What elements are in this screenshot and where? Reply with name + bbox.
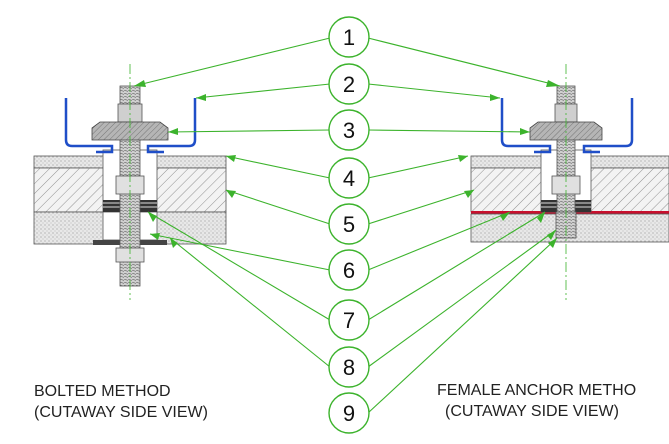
callout-9-label: 9 [343,401,355,426]
callout-5: 5 [328,203,370,245]
female-anchor-title: FEMALE ANCHOR METHO [437,382,637,399]
callout-3: 3 [328,109,370,151]
callout-1: 1 [328,16,370,58]
female-anchor-subtitle: (CUTAWAY SIDE VIEW) [445,403,619,420]
callout-2: 2 [328,63,370,105]
callout-9: 9 [328,392,370,434]
arrowheads [134,80,560,248]
left-bracket-left [64,98,114,154]
callout-5-label: 5 [343,212,355,237]
callout-1-label: 1 [343,25,355,50]
callout-6: 6 [328,249,370,291]
callout-7: 7 [328,299,370,341]
callout-circles: 1 2 3 4 5 6 7 8 [328,16,370,434]
callout-8: 8 [328,346,370,388]
callout-4-label: 4 [343,166,355,191]
bolted-method-title: BOLTED METHOD [34,383,171,400]
callout-4: 4 [328,157,370,199]
callout-3-label: 3 [343,118,355,143]
female-anchor-caption: FEMALE ANCHOR METHO (CUTAWAY SIDE VIEW) [437,380,636,422]
right-bracket-left [500,98,552,154]
callout-6-label: 6 [343,258,355,283]
left-bracket-right [146,98,197,154]
leader-lines [133,37,561,414]
bolted-assembly [33,64,227,300]
bolted-method-caption: BOLTED METHOD (CUTAWAY SIDE VIEW) [34,381,208,423]
right-bracket-right [582,98,634,154]
callout-7-label: 7 [343,308,355,333]
anchor-assembly [470,64,669,300]
bolted-method-subtitle: (CUTAWAY SIDE VIEW) [34,404,208,421]
callout-2-label: 2 [343,72,355,97]
callout-8-label: 8 [343,355,355,380]
